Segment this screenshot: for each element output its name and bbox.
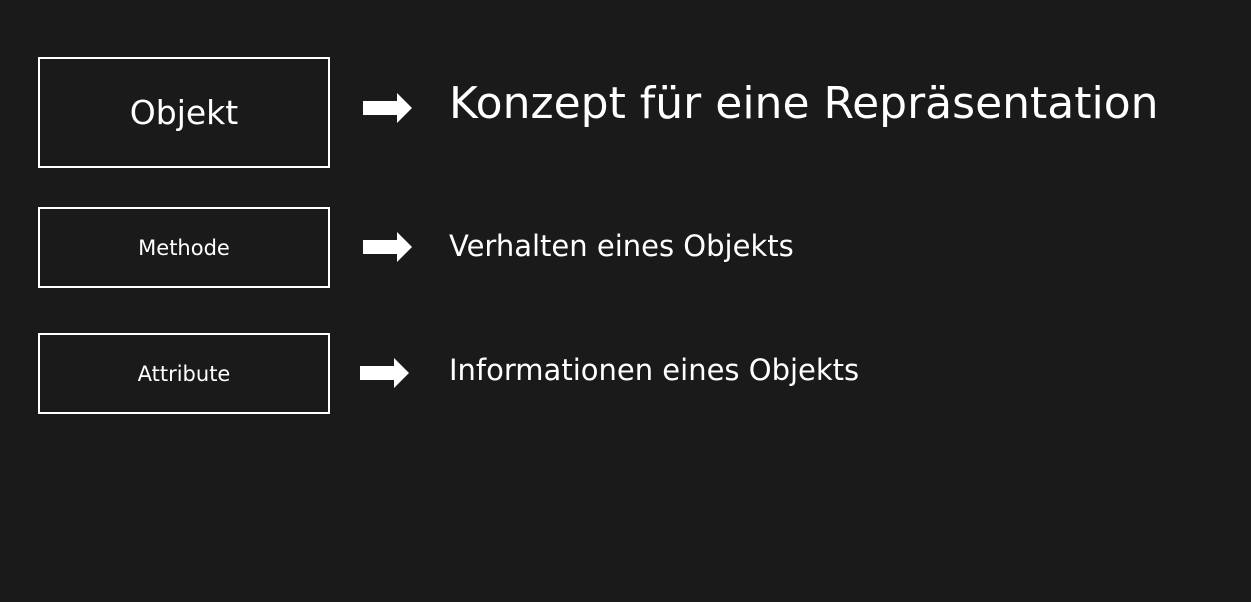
- term-label: Methode: [138, 235, 230, 260]
- description-methode: Verhalten eines Objekts: [449, 229, 794, 263]
- term-box-methode: Methode: [38, 207, 330, 288]
- term-box-attribute: Attribute: [38, 333, 330, 414]
- description-objekt: Konzept für eine Repräsentation: [449, 78, 1159, 129]
- arrow-right-icon: [360, 358, 409, 388]
- term-label: Attribute: [137, 361, 231, 386]
- description-attribute: Informationen eines Objekts: [449, 353, 860, 387]
- arrow-right-icon: [363, 232, 412, 262]
- term-box-objekt: Objekt: [38, 57, 330, 168]
- arrow-right-icon: [363, 93, 412, 123]
- term-label: Objekt: [129, 93, 239, 132]
